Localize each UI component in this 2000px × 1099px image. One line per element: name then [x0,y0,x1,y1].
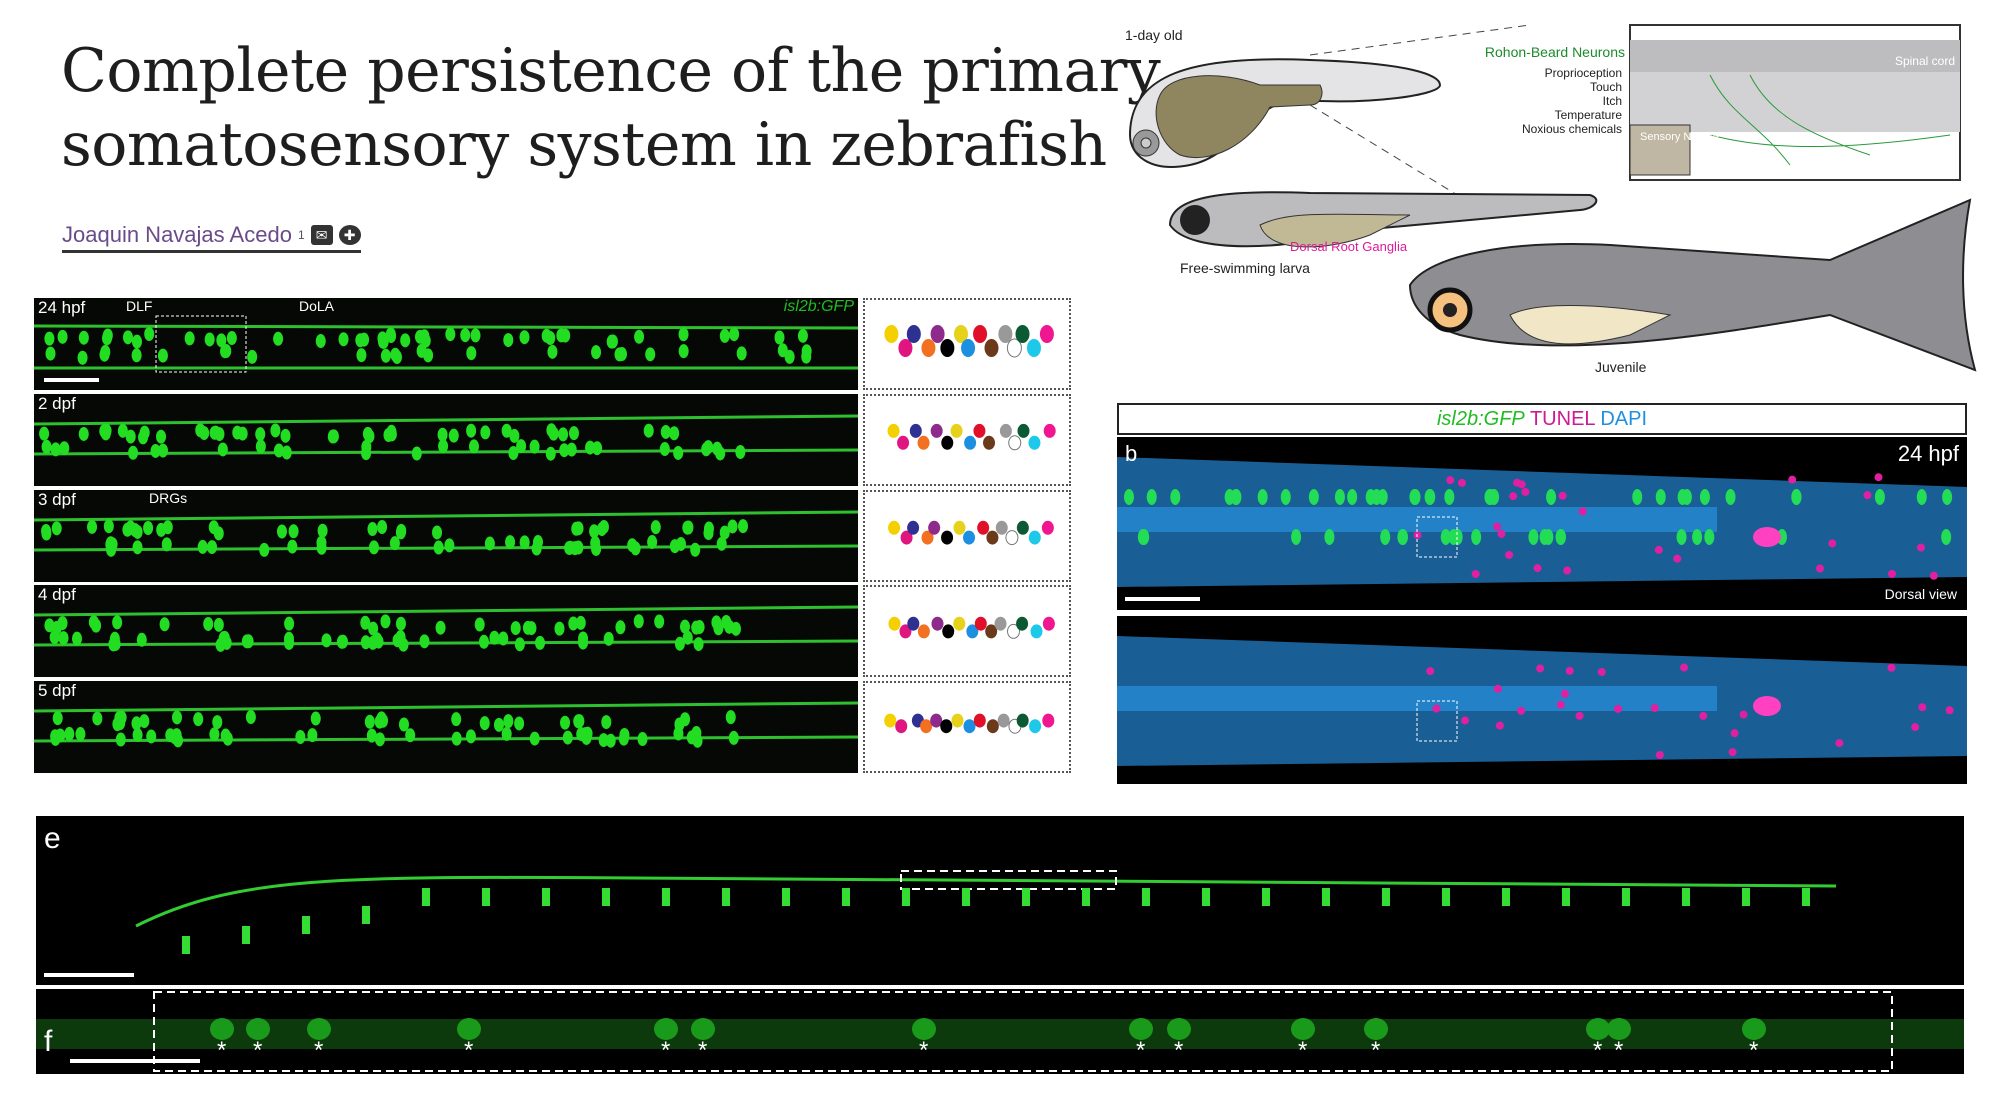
panel-e-image: e [36,816,1964,985]
stage-larva-label: Free-swimming larva [1180,260,1310,276]
spinal-cord-label: Spinal cord [1895,54,1955,68]
row-time-label: 3 dpf [38,490,76,509]
zebrafish-illustration: 1-day old Rohon-Beard Neurons Spinal cor… [1125,24,1977,375]
stage-juvenile-label: Juvenile [1595,359,1647,375]
panel-b-merged-image: b 24 hpf Dorsal view [1117,437,1967,610]
cell-tracking-schematic [863,298,1071,390]
modality-label: Touch [1590,80,1622,94]
modality-label: Temperature [1555,108,1623,122]
panel-b-view: Dorsal view [1884,586,1957,602]
cell-asterisk: * [217,1037,227,1064]
cell-asterisk: * [661,1037,671,1064]
panel-f-image: * * * * * * * * * * * * * * f [36,989,1964,1074]
cell-asterisk: * [1593,1037,1603,1064]
panel-f-label: f [44,1025,53,1058]
paper-title: Complete persistence of the primary soma… [61,34,1161,182]
panel-a-image-row: 3 dpf DRGs [34,490,858,582]
title-line-2: somatosensory system in zebrafish [61,110,1107,180]
cell-asterisk: * [1174,1037,1184,1064]
drgs-label: DRGs [149,490,188,506]
cell-asterisk: * [1614,1037,1624,1064]
panel-a-image-row: 4 dpf [34,585,858,677]
row-time-label: 5 dpf [38,681,76,700]
juvenile [1408,198,1977,372]
cell-asterisk: * [464,1037,474,1064]
cell-asterisk: * [1136,1037,1146,1064]
cell-asterisk: * [698,1037,708,1064]
author-name[interactable]: Joaquin Navajas Acedo [62,222,292,247]
row-time-label: 4 dpf [38,585,76,604]
modality-label: Itch [1603,94,1622,108]
legend-dapi: DAPI [1600,408,1648,430]
cell-asterisk: * [314,1037,324,1064]
cell-asterisk: * [1298,1037,1308,1064]
larva [1168,191,1598,248]
drg-label: Dorsal Root Ganglia [1290,239,1408,254]
modality-label: Proprioception [1545,66,1622,80]
row-time-label: 2 dpf [38,394,76,413]
dola-label: DoLA [299,298,335,314]
panel-b-label: b [1125,441,1138,466]
panel-a-image-row: 5 dpf [34,681,858,773]
title-line-1: Complete persistence of the primary [61,36,1161,106]
modality-label: Noxious chemicals [1522,122,1622,136]
cell-tracking-schematic [863,490,1071,582]
dlf-label: DLF [126,298,153,314]
legend-tunel: TUNEL [1529,408,1595,430]
cell-tracking-schematic [863,394,1071,486]
cell-asterisk: * [919,1037,929,1064]
rb-neurons-label: Rohon-Beard Neurons [1485,44,1625,60]
panel-a-image-row: 24 hpf DLF DoLA isl2b:GFP [34,298,858,390]
stage-1day-label: 1-day old [1125,27,1183,43]
panel-e-label: e [44,822,61,855]
affiliation-number: 1 [297,228,305,242]
panel-a-image-row: 2 dpf [34,394,858,486]
sensory-neurite-label: Sensory Neurite [1640,131,1719,143]
reporter-label: isl2b:GFP [783,298,854,315]
envelope-icon[interactable]: ✉ [310,225,333,245]
panel-b-tunel-image [1117,616,1967,784]
author-link[interactable]: Joaquin Navajas Acedo 1 ✉ ✚ [62,222,361,253]
cell-asterisk: * [1371,1037,1381,1064]
panel-b-time: 24 hpf [1897,441,1959,466]
cell-asterisk: * [253,1037,263,1064]
legend-gfp: isl2b:GFP [1436,408,1525,430]
embryo-1day [1128,58,1442,168]
channel-legend: isl2b:GFP TUNEL DAPI [1117,403,1967,435]
row-time-label: 24 hpf [38,298,86,317]
orcid-icon[interactable]: ✚ [338,225,361,245]
cell-tracking-schematic [863,681,1071,773]
cell-tracking-schematic [863,585,1071,677]
cell-asterisk: * [1749,1037,1759,1064]
